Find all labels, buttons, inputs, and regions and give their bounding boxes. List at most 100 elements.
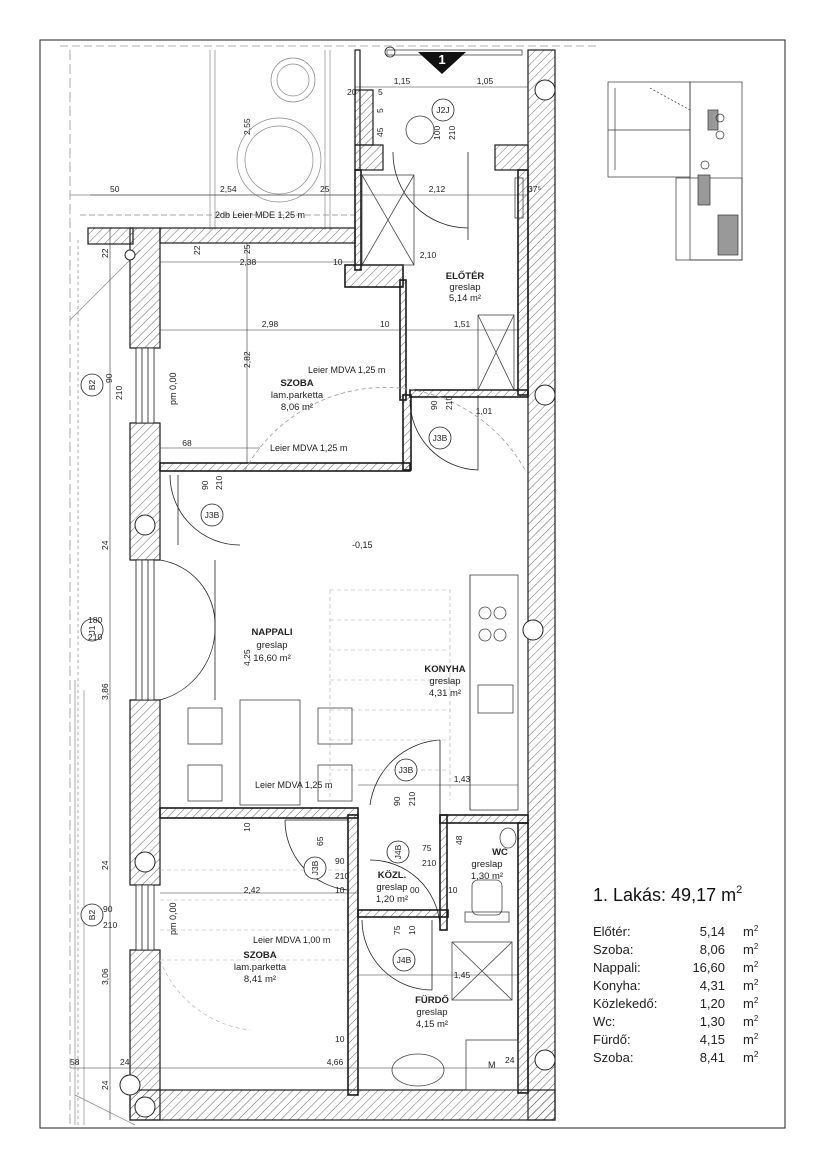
room-floor-wc: greslap: [471, 859, 502, 870]
door-tag: B2: [80, 903, 104, 927]
summary-row-unit: m2: [743, 924, 759, 939]
svg-text:22: 22: [192, 245, 202, 255]
room-floor-szoba2: lam.parketta: [234, 962, 287, 973]
svg-text:1,51: 1,51: [454, 319, 471, 329]
furniture: [187, 49, 524, 1091]
section-number: 1: [438, 52, 445, 67]
room-name-szoba1: SZOBA: [280, 378, 313, 389]
svg-text:210: 210: [422, 858, 436, 868]
summary-row-unit: m2: [743, 1032, 759, 1047]
svg-text:4,25: 4,25: [242, 649, 252, 666]
svg-text:3,06: 3,06: [100, 968, 110, 985]
summary-row-value: 1,30: [700, 1014, 725, 1029]
summary-row-label: Szoba:: [593, 942, 633, 957]
svg-text:10: 10: [333, 257, 343, 267]
room-floor-furdo: greslap: [416, 1007, 447, 1018]
summary-row-unit: m2: [743, 1050, 759, 1065]
room-area-eloter: 5,14 m²: [449, 293, 481, 304]
room-area-szoba2: 8,41 m²: [244, 974, 276, 985]
summary-row-value: 8,41: [700, 1050, 725, 1065]
svg-text:90: 90: [335, 856, 345, 866]
door-tag: J1: [80, 618, 104, 642]
svg-text:4,66: 4,66: [327, 1057, 344, 1067]
summary-row-value: 1,20: [700, 996, 725, 1011]
room-name-nappali: NAPPALI: [252, 627, 293, 638]
svg-text:10: 10: [335, 885, 345, 895]
svg-text:210: 210: [444, 396, 454, 410]
door-tag: J3B: [394, 758, 418, 782]
svg-text:2,38: 2,38: [240, 257, 257, 267]
level-nappali: -0,15: [352, 540, 373, 550]
summary-title: 1. Lakás: 49,17 m2: [593, 884, 742, 905]
dimension-lines: [70, 86, 528, 1120]
svg-text:10: 10: [448, 885, 458, 895]
room-name-eloter: ELŐTÉR: [446, 270, 485, 282]
room-floor-kozl: greslap: [376, 882, 407, 893]
svg-text:J3B: J3B: [399, 765, 414, 775]
door-tag: J3B: [303, 856, 327, 880]
svg-text:210: 210: [103, 920, 117, 930]
svg-text:1,01: 1,01: [476, 406, 493, 416]
svg-text:B2: B2: [87, 380, 97, 391]
plan-notes: 2db Leier MDE 1,25 m Leier MDVA 1,25 m L…: [168, 210, 496, 1070]
svg-text:45: 45: [375, 127, 385, 137]
svg-text:90: 90: [429, 400, 439, 410]
svg-text:75: 75: [392, 925, 402, 935]
room-name-szoba2: SZOBA: [243, 950, 276, 961]
door-swings: [159, 151, 526, 991]
summary-row-label: Konyha:: [593, 978, 641, 993]
svg-text:1,05: 1,05: [477, 76, 494, 86]
summary-row-unit: m2: [743, 1014, 759, 1029]
note-m: M: [488, 1060, 496, 1070]
summary-row-label: Fürdő:: [593, 1032, 631, 1047]
svg-text:90: 90: [103, 904, 113, 914]
dimension-texts: 1,15 1,05 20 5 45 5 100 210 2,55 50 2,54…: [70, 76, 541, 1090]
svg-text:24: 24: [100, 540, 110, 550]
svg-text:75: 75: [422, 843, 432, 853]
note-leier-a: Leier MDVA 1,25 m: [308, 365, 385, 375]
svg-text:58: 58: [70, 1057, 80, 1067]
svg-text:2,12: 2,12: [429, 184, 446, 194]
room-area-szoba1: 8,06 m²: [281, 402, 313, 413]
svg-text:2,10: 2,10: [420, 250, 437, 260]
walls: [87, 49, 556, 1121]
svg-text:210: 210: [214, 476, 224, 490]
svg-text:210: 210: [447, 126, 457, 140]
svg-text:37⁵: 37⁵: [528, 184, 541, 194]
section-marker: 1: [384, 46, 466, 74]
key-plan: [607, 81, 743, 261]
svg-text:210: 210: [88, 632, 102, 642]
svg-text:J3B: J3B: [310, 860, 320, 875]
svg-text:10: 10: [407, 925, 417, 935]
outside-elements: [69, 50, 355, 1126]
summary-row-value: 5,14: [700, 924, 725, 939]
svg-text:2,54: 2,54: [220, 184, 237, 194]
svg-text:25: 25: [320, 184, 330, 194]
svg-text:210: 210: [335, 871, 349, 881]
svg-text:180: 180: [88, 615, 102, 625]
svg-text:210: 210: [114, 386, 124, 400]
note-leier-mde: 2db Leier MDE 1,25 m: [215, 210, 305, 220]
note-leier-c: Leier MDVA 1,25 m: [255, 780, 332, 790]
svg-text:24: 24: [100, 1080, 110, 1090]
svg-text:1,45: 1,45: [454, 970, 471, 980]
svg-text:2,55: 2,55: [242, 118, 252, 135]
svg-text:2,98: 2,98: [262, 319, 279, 329]
svg-text:210: 210: [407, 792, 417, 806]
svg-text:10: 10: [242, 822, 252, 832]
svg-text:1,15: 1,15: [394, 76, 411, 86]
room-name-furdo: FÜRDŐ: [415, 994, 449, 1006]
svg-text:2,82: 2,82: [242, 351, 252, 368]
summary-row-value: 16,60: [692, 960, 725, 975]
room-floor-eloter: greslap: [449, 282, 480, 293]
room-area-konyha: 4,31 m²: [429, 688, 461, 699]
wall-anchors: [119, 79, 556, 1118]
svg-text:68: 68: [182, 438, 192, 448]
svg-text:3,86: 3,86: [100, 683, 110, 700]
svg-text:J1: J1: [87, 625, 97, 634]
door-tag: J3B: [200, 503, 224, 527]
room-name-kozl: KÖZL.: [378, 870, 407, 881]
svg-text:J3B: J3B: [205, 510, 220, 520]
door-tag: J4B: [392, 948, 416, 972]
svg-text:25: 25: [242, 244, 252, 254]
